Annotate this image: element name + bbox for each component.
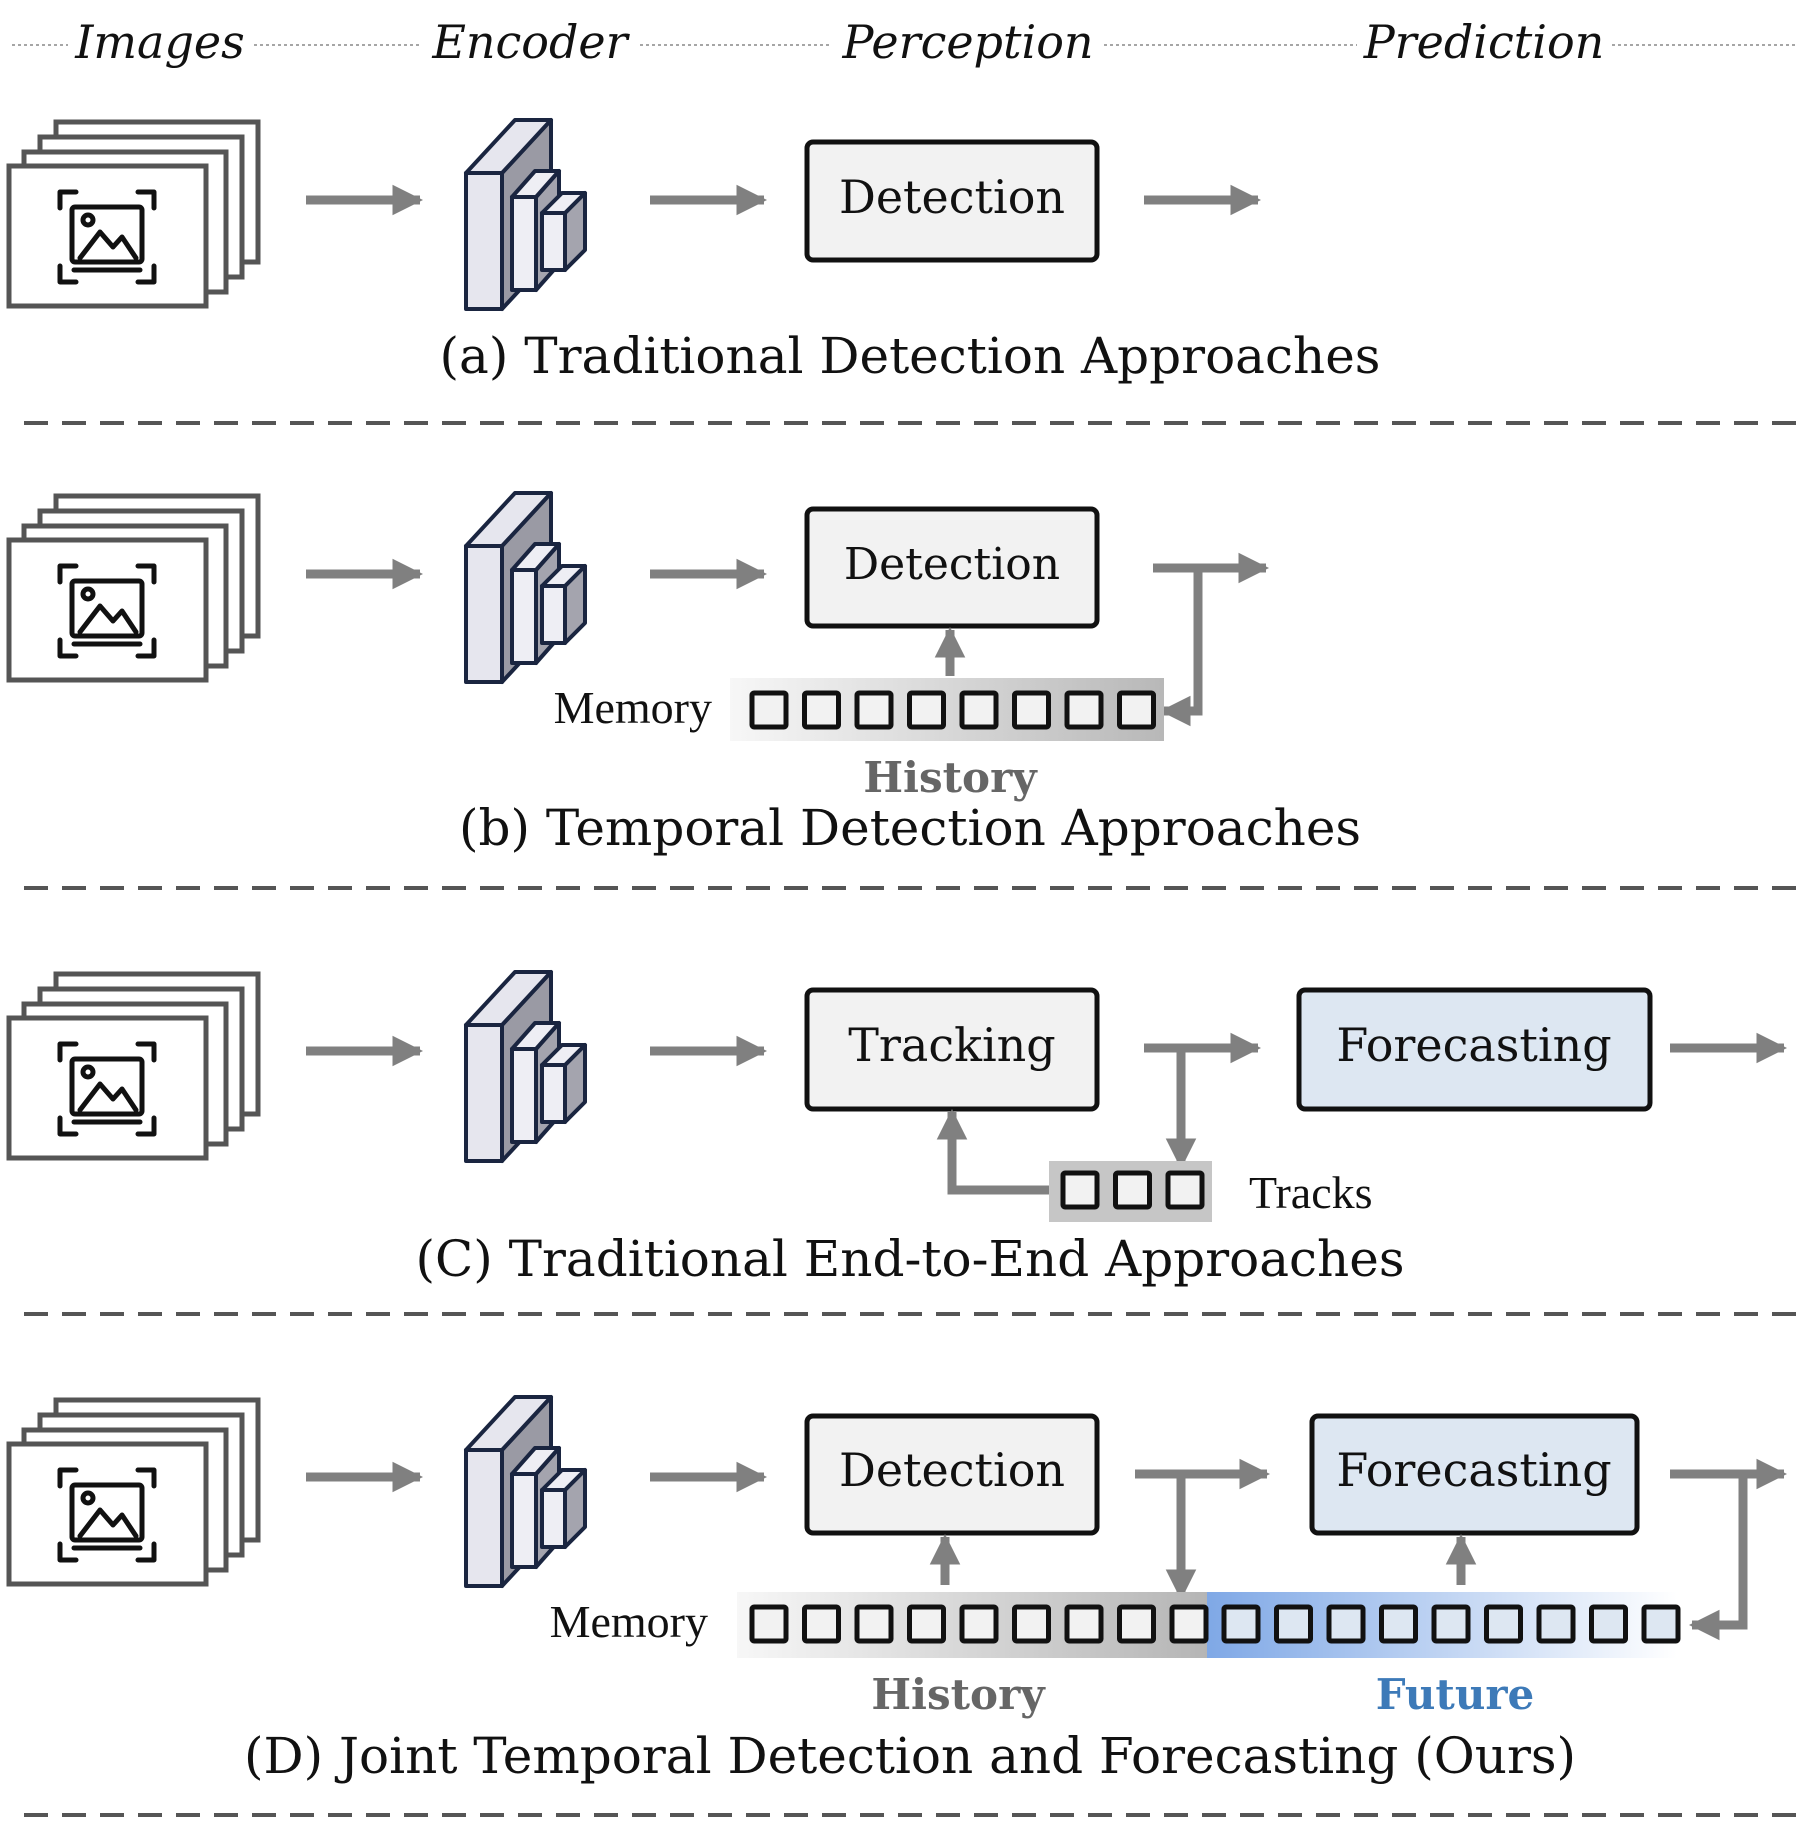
memory-cell [854,1604,894,1644]
detection-box-label: Detection [844,539,1060,590]
memory-cell [749,690,789,730]
memory-cell [802,1604,841,1644]
memory-label: Memory [550,1596,708,1647]
image-stack-icon [9,496,258,680]
image-stack-icon [9,974,258,1158]
memory-label: Memory [554,682,712,733]
memory-cell [802,690,841,730]
image-stack-icon [9,1400,258,1584]
history-cells [749,1604,1209,1644]
memory-cell [1169,1604,1209,1644]
memory-cell [907,690,946,730]
panel-caption: (D) Joint Temporal Detection and Forecas… [244,1727,1576,1785]
feedback-arrow [1670,1469,1748,1641]
feedback-arrow [1153,563,1203,727]
history-label: History [863,753,1038,802]
track-cells [1060,1170,1205,1210]
forecasting-box [1296,987,1653,1112]
detection-box [804,506,1100,629]
arrow [936,1108,1062,1195]
memory-cell [854,690,894,730]
memory-cell [1113,1170,1152,1210]
panel-a: Detection (a) Traditional Detection Appr… [9,118,1381,385]
tracking-box-label: Tracking [848,1018,1056,1072]
memory-cell [907,1604,946,1644]
memory-cell [1012,690,1051,730]
detection-box-label: Detection [839,170,1065,224]
memory-cell [749,1604,789,1644]
column-label-perception: Perception [841,15,1093,69]
memory-cell [1536,1604,1576,1644]
memory-cell [1641,1604,1681,1644]
image-stack-icon [9,122,258,306]
memory-cell [1165,1170,1205,1210]
column-label-images: Images [74,15,245,69]
panel-d: Detection Forecasting Memory History Fut… [9,1395,1788,1785]
memory-cell [1060,1170,1100,1210]
memory-cell [1589,1604,1628,1644]
detection-box [804,1413,1100,1536]
detection-box [804,139,1100,263]
forecasting-box [1309,1413,1640,1536]
panel-caption: (C) Traditional End-to-End Approaches [416,1230,1405,1288]
encoder-icon [464,491,587,684]
memory-cell [1274,1604,1313,1644]
memory-cells [749,690,1156,730]
memory-cell [1117,690,1156,730]
memory-cell [1064,690,1104,730]
future-label: Future [1376,1670,1534,1719]
panel-caption: (b) Temporal Detection Approaches [459,799,1361,857]
forecasting-box-label: Forecasting [1336,1018,1611,1072]
memory-cell [1484,1604,1523,1644]
future-cells [1221,1604,1681,1644]
encoder-icon [464,118,587,311]
detection-box-label: Detection [839,1443,1065,1497]
column-label-prediction: Prediction [1363,15,1605,69]
memory-cell [1379,1604,1418,1644]
encoder-icon [464,1395,587,1588]
memory-cell [1012,1604,1051,1644]
history-label: History [871,1670,1046,1719]
memory-cell [1221,1604,1261,1644]
forecasting-box-label: Forecasting [1336,1443,1611,1497]
memory-cell [959,1604,999,1644]
memory-cell [1326,1604,1366,1644]
tracks-label: Tracks [1249,1167,1373,1218]
panel-caption: (a) Traditional Detection Approaches [440,327,1381,385]
panel-b: Detection Memory History (b) Temporal De… [9,491,1361,857]
memory-cell [1117,1604,1156,1644]
memory-cell [1431,1604,1471,1644]
encoder-icon [464,970,587,1163]
memory-cell [1064,1604,1104,1644]
panel-c: Tracking Tracks Forecasting (C) Traditio… [9,970,1788,1288]
memory-cell [959,690,999,730]
column-label-encoder: Encoder [431,15,630,69]
